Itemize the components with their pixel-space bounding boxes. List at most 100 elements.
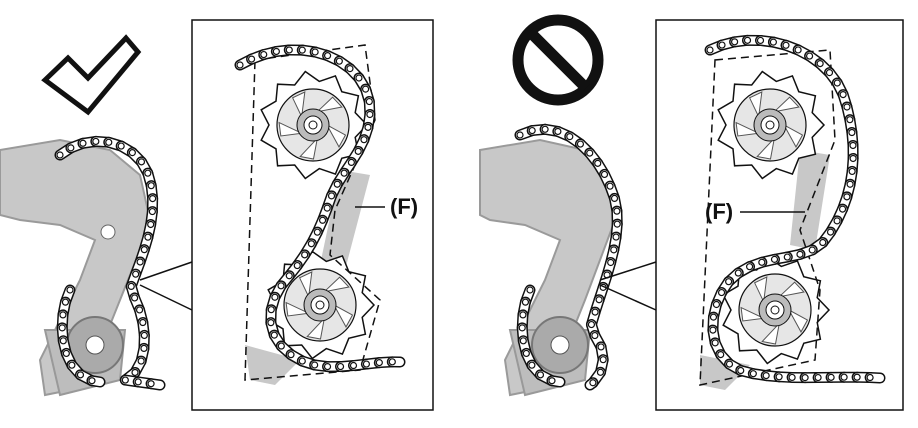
- chain-pin: [365, 97, 373, 106]
- chain-pin: [594, 159, 602, 167]
- chain-pin: [597, 343, 605, 351]
- chain-pin: [591, 331, 599, 340]
- chain-pin: [587, 320, 596, 329]
- chain-pin: [137, 357, 145, 365]
- chain-pin: [59, 311, 67, 319]
- chain-pin: [712, 300, 721, 309]
- chain-pin: [711, 339, 719, 347]
- chain-pin: [782, 41, 790, 49]
- chain-pin: [819, 238, 827, 247]
- chain-pin: [725, 360, 734, 368]
- chain-pin: [519, 337, 527, 345]
- chain-pin: [848, 167, 856, 176]
- chain-pin: [596, 368, 605, 376]
- chain-pin: [298, 46, 306, 54]
- chain-pin: [128, 149, 136, 157]
- chain-pin: [536, 371, 545, 379]
- chain-pin: [301, 251, 309, 259]
- chain-pin: [849, 154, 857, 163]
- chain-pin: [354, 147, 362, 155]
- chain-pin: [805, 52, 814, 60]
- chain-pin: [318, 216, 327, 224]
- chain-pin: [846, 116, 854, 124]
- chain-pin: [293, 261, 301, 270]
- chain-pin: [526, 286, 534, 294]
- chain-pin: [518, 324, 526, 332]
- chain-pin: [260, 50, 268, 59]
- chain-pin: [139, 318, 147, 327]
- chain-pin: [313, 228, 321, 236]
- chain-pin: [62, 349, 70, 358]
- chain-pin: [147, 220, 155, 229]
- chain-pin: [516, 131, 524, 139]
- chain: [54, 135, 166, 391]
- chain-pin: [528, 361, 536, 369]
- chain-pin: [843, 103, 851, 111]
- detail-right: (F): [699, 34, 886, 390]
- chain-pin: [360, 136, 368, 144]
- chain-pin: [743, 36, 752, 44]
- chain-pin: [788, 373, 796, 382]
- chain-pin: [519, 311, 527, 319]
- chain-pin: [730, 38, 739, 46]
- chain-pin: [92, 137, 100, 146]
- chain-pin: [839, 90, 847, 99]
- chain-pin: [849, 141, 857, 150]
- chain-pin: [554, 127, 562, 136]
- chain-pin: [68, 361, 76, 369]
- chain-pin: [541, 125, 549, 133]
- chain-pin: [347, 158, 355, 166]
- chain-pin: [76, 371, 85, 379]
- chain-pin: [606, 182, 614, 190]
- chain-pin: [58, 324, 66, 332]
- chain-pin: [333, 180, 341, 188]
- chain-pin: [135, 306, 144, 314]
- chain-pin: [840, 373, 848, 381]
- chain-pin: [737, 366, 745, 375]
- chain-pin: [833, 217, 841, 225]
- chain-pin: [349, 361, 358, 370]
- chain-pin: [846, 180, 854, 188]
- chain-pin: [770, 255, 779, 263]
- chain-pin: [277, 342, 285, 350]
- chain-pin: [140, 246, 148, 254]
- chain-pin: [595, 296, 603, 304]
- chain-pin: [725, 278, 733, 286]
- chain-pin: [586, 149, 594, 157]
- derailleur-right: [479, 123, 623, 397]
- chain-pin: [131, 368, 139, 377]
- chain-pin: [364, 123, 372, 131]
- chain-pin: [612, 233, 620, 241]
- chain: [514, 123, 623, 391]
- chain-pin: [267, 319, 275, 327]
- chain-pin: [796, 250, 804, 258]
- chain-pin: [833, 79, 841, 87]
- chain-pin: [335, 57, 343, 65]
- chain-pin: [149, 194, 157, 203]
- chain-pin: [762, 371, 770, 380]
- chain-pin: [147, 380, 155, 388]
- chain-pin: [247, 55, 256, 63]
- chain-pin: [136, 258, 144, 266]
- chain-pin: [127, 282, 135, 290]
- chain-pin: [56, 151, 64, 159]
- chain-pin: [298, 357, 306, 365]
- chain-pin: [734, 269, 742, 277]
- chain-pin: [285, 46, 293, 54]
- chain-pin: [600, 170, 609, 179]
- chain-pin: [285, 272, 293, 280]
- detail-left: (F): [234, 44, 418, 385]
- chain-pin: [144, 233, 152, 241]
- chain-pin: [576, 140, 585, 148]
- chain-pin: [613, 207, 621, 215]
- prohibited-icon: [512, 14, 604, 106]
- chain-pin: [745, 263, 754, 271]
- chain-pin: [61, 298, 70, 306]
- chain-pin: [140, 331, 148, 340]
- chain-pin: [566, 133, 574, 141]
- chain-pin: [522, 349, 530, 358]
- chain-pin: [610, 246, 618, 254]
- chain-pin: [340, 169, 348, 177]
- chain-pin: [783, 253, 791, 261]
